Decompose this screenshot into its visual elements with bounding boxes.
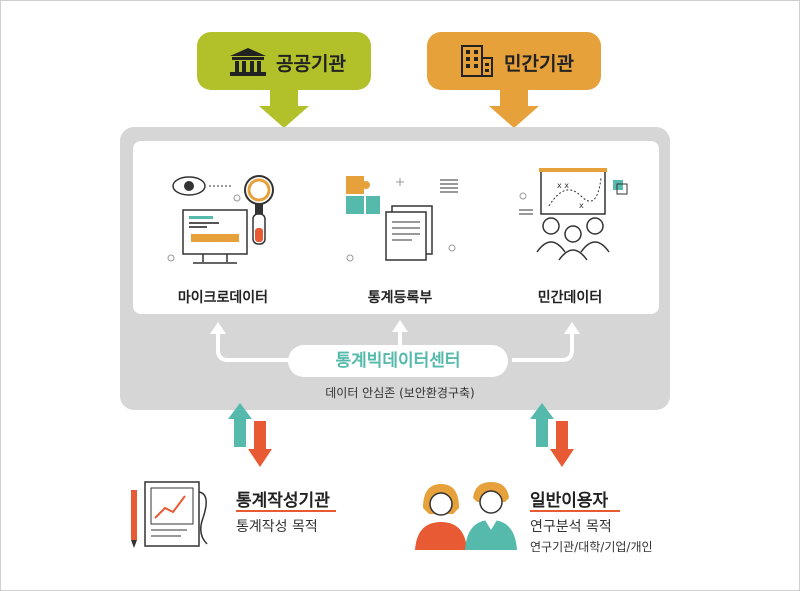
center-title: 통계빅데이터센터 <box>288 345 508 377</box>
user-detail-general-user: 연구기관/대학/기업/개인 <box>530 540 653 554</box>
statistics-report-icon <box>131 481 208 548</box>
private-source-bubble <box>427 32 601 128</box>
private-data-presentation-icon: x x x <box>519 168 628 261</box>
user-underline-general-user <box>530 510 620 512</box>
column-label-private-data: 민간데이터 <box>537 290 603 306</box>
center-subtitle: 데이터 안심존 (보안환경구축) <box>325 386 475 400</box>
svg-text:x: x <box>579 201 584 210</box>
user-purpose-general-user: 연구분석 목적 <box>530 519 612 535</box>
exchange-arrows-left <box>228 403 272 467</box>
user-underline-statistics-agency <box>236 510 336 512</box>
user-title-general-user: 일반이용자 <box>530 491 609 511</box>
general-users-icon <box>415 482 517 550</box>
center-connector-arrows <box>210 320 580 362</box>
public-source-bubble <box>197 32 371 128</box>
user-purpose-statistics-agency: 통계작성 목적 <box>236 519 318 535</box>
column-label-register: 통계등록부 <box>367 290 433 306</box>
public-source-label: 공공기관 <box>276 53 346 75</box>
exchange-arrows-right <box>530 403 574 467</box>
private-source-label: 민간기관 <box>504 53 574 75</box>
office-building-icon <box>461 45 493 77</box>
statistics-register-icon <box>346 176 458 262</box>
svg-text:x x: x x <box>557 181 569 190</box>
column-label-microdata: 마이크로데이터 <box>177 290 269 306</box>
microdata-analysis-icon <box>167 175 274 264</box>
user-title-statistics-agency: 통계작성기관 <box>236 491 330 511</box>
government-building-icon <box>230 48 266 76</box>
